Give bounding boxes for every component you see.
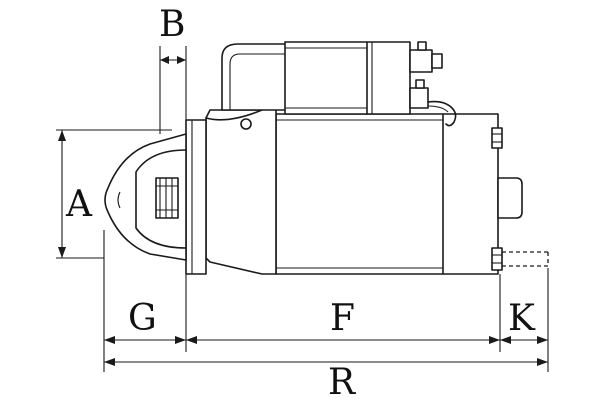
label-k: K: [508, 298, 536, 339]
solenoid-terminals: [409, 41, 457, 127]
housing-hump: [221, 43, 291, 111]
end-cap-bolts: [491, 127, 503, 271]
drive-housing: [205, 95, 277, 275]
solenoid: [284, 41, 411, 115]
dimension-b: [159, 46, 187, 134]
dimension-g-f-k: [103, 230, 549, 372]
label-r: R: [328, 362, 356, 400]
pinion-assembly: [104, 133, 187, 261]
label-f: F: [330, 298, 355, 339]
label-b: B: [159, 4, 185, 45]
dimension-a: [56, 129, 172, 259]
mounting-flange: [185, 119, 207, 275]
motor-body: [275, 113, 499, 275]
rear-bushing: [497, 177, 523, 219]
terminal-extension: [502, 251, 549, 267]
label-a: A: [65, 184, 93, 225]
label-g: G: [128, 298, 157, 339]
dimension-r: [104, 358, 548, 366]
